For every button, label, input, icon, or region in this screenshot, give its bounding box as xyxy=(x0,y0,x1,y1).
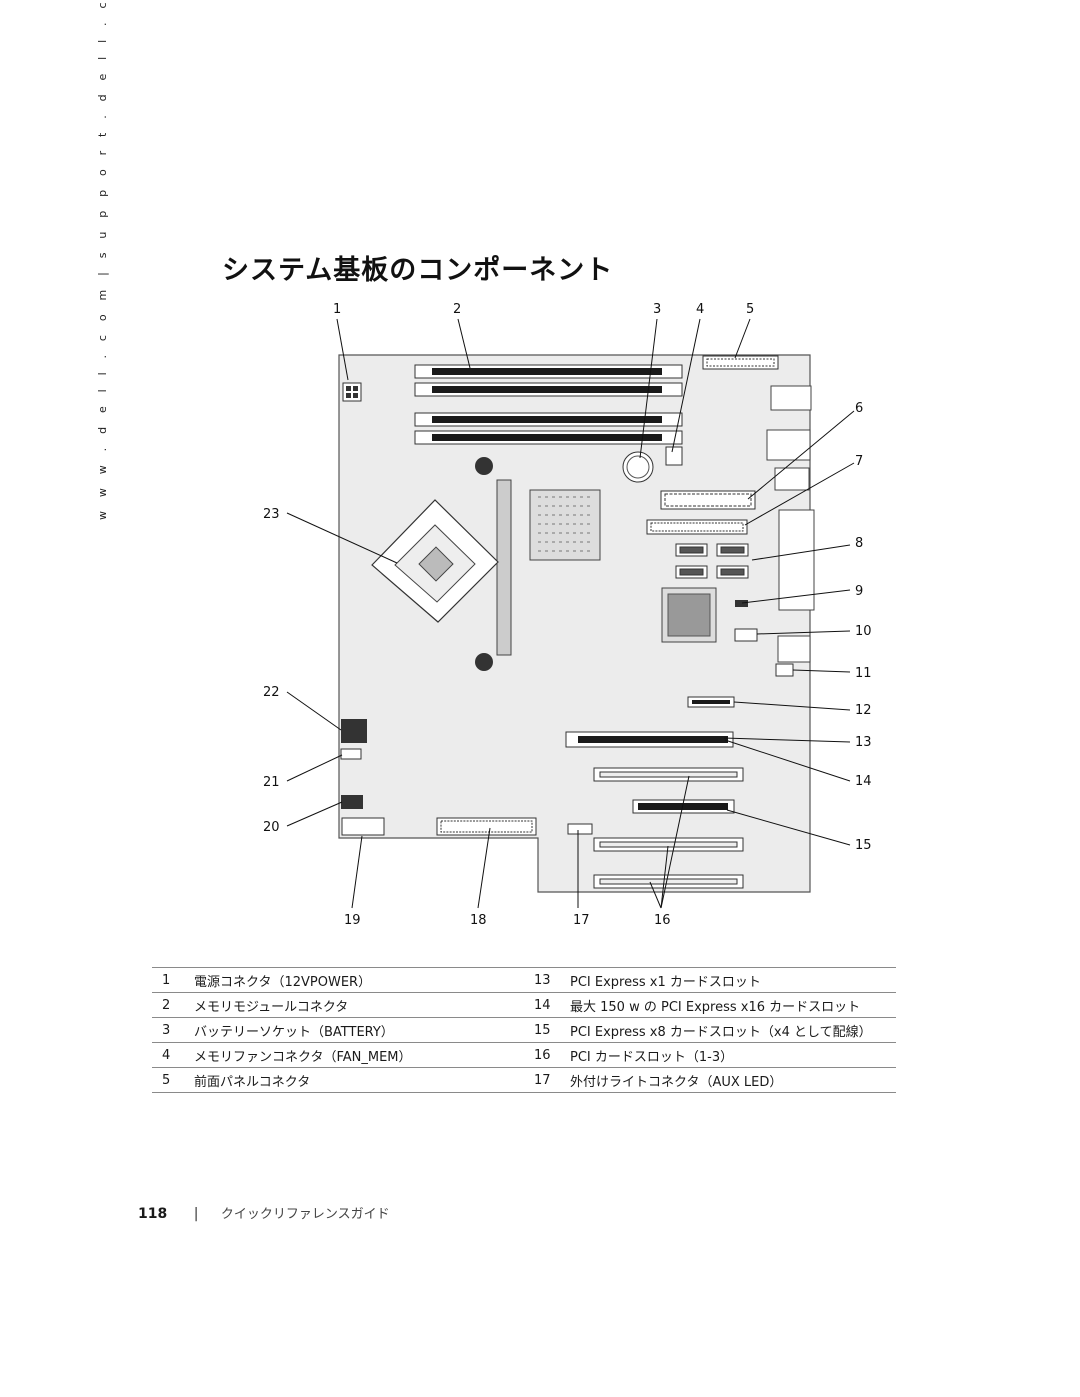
callout-21: 21 xyxy=(263,775,280,790)
callout-9: 9 xyxy=(855,584,863,599)
callout-19: 19 xyxy=(344,913,361,928)
left-connector-22 xyxy=(341,719,367,743)
footer-separator: | xyxy=(193,1206,199,1222)
main-power-connector xyxy=(660,490,756,510)
callout-20: 20 xyxy=(263,820,280,835)
legend-label: PCI Express x8 カードスロット（x4 として配線） xyxy=(570,1017,896,1043)
callout-13: 13 xyxy=(855,735,872,750)
drive-connector xyxy=(646,519,748,535)
legend-table: 1 電源コネクタ（12VPOWER） 13 PCI Express x1 カード… xyxy=(152,967,896,1093)
fan-mem-connector xyxy=(665,446,683,466)
pcie-x1-slot xyxy=(687,696,735,708)
callout-2: 2 xyxy=(453,302,461,317)
callout-11: 11 xyxy=(855,666,872,681)
power-connector xyxy=(342,382,362,402)
sata-connectors xyxy=(675,543,749,579)
page-title: システム基板のコンポーネント xyxy=(222,255,614,286)
callout-7: 7 xyxy=(855,454,863,469)
aux-led-connector xyxy=(567,823,593,835)
heatsink xyxy=(529,489,601,561)
callout-10: 10 xyxy=(855,624,872,639)
legend-row: 3 バッテリーソケット（BATTERY） 15 PCI Express x8 カ… xyxy=(152,1017,896,1043)
front-panel-connector xyxy=(702,355,779,370)
callout-1: 1 xyxy=(333,302,341,317)
callout-6: 6 xyxy=(855,401,863,416)
legend-row: 2 メモリモジュールコネクタ 14 最大 150 w の PCI Express… xyxy=(152,992,896,1018)
page-footer: 118 | クイックリファレンスガイド xyxy=(138,1203,390,1222)
callout-17: 17 xyxy=(573,913,590,928)
pcie-x16-slot xyxy=(565,731,734,748)
legend-row: 5 前面パネルコネクタ 17 外付けライトコネクタ（AUX LED） xyxy=(152,1067,896,1093)
callout-22: 22 xyxy=(263,685,280,700)
guide-title: クイックリファレンスガイド xyxy=(220,1207,390,1222)
chipset xyxy=(661,587,717,643)
callout-15: 15 xyxy=(855,838,872,853)
callout-4: 4 xyxy=(696,302,704,317)
left-connector-21 xyxy=(340,748,362,760)
legend-label: PCI カードスロット（1-3） xyxy=(570,1042,896,1068)
legend-number: 4 xyxy=(152,1042,194,1068)
left-connector-20 xyxy=(341,795,363,809)
legend-number: 3 xyxy=(152,1017,194,1043)
legend-label: 前面パネルコネクタ xyxy=(194,1067,524,1093)
callout-14: 14 xyxy=(855,774,872,789)
legend-number: 17 xyxy=(524,1067,570,1093)
legend-label: 最大 150 w の PCI Express x16 カードスロット xyxy=(570,992,896,1018)
leader-lines xyxy=(286,318,855,909)
legend-number: 16 xyxy=(524,1042,570,1068)
memory-slots xyxy=(414,364,683,445)
legend-row: 4 メモリファンコネクタ（FAN_MEM） 16 PCI カードスロット（1-3… xyxy=(152,1042,896,1068)
legend-number: 2 xyxy=(152,992,194,1018)
pci-slots xyxy=(593,767,744,889)
rear-io xyxy=(766,385,815,663)
board-outline xyxy=(338,354,811,893)
callout-5: 5 xyxy=(746,302,754,317)
legend-label: メモリモジュールコネクタ xyxy=(194,992,524,1018)
callout-16: 16 xyxy=(654,913,671,928)
legend-number: 5 xyxy=(152,1067,194,1093)
legend-number: 13 xyxy=(524,967,570,993)
cpu-socket xyxy=(371,499,499,623)
legend-label: バッテリーソケット（BATTERY） xyxy=(194,1017,524,1043)
legend-row: 1 電源コネクタ（12VPOWER） 13 PCI Express x1 カード… xyxy=(152,967,896,993)
legend-number: 1 xyxy=(152,967,194,993)
callout-8: 8 xyxy=(855,536,863,551)
right-connector-11 xyxy=(775,663,794,677)
cpu-retention xyxy=(475,457,512,671)
callout-23: 23 xyxy=(263,507,280,522)
callout-18: 18 xyxy=(470,913,487,928)
legend-label: 外付けライトコネクタ（AUX LED） xyxy=(570,1067,896,1093)
legend-number: 15 xyxy=(524,1017,570,1043)
legend-number: 14 xyxy=(524,992,570,1018)
callout-3: 3 xyxy=(653,302,661,317)
callout-12: 12 xyxy=(855,703,872,718)
page-number: 118 xyxy=(138,1206,168,1222)
legend-label: メモリファンコネクタ（FAN_MEM） xyxy=(194,1042,524,1068)
ide-connector xyxy=(436,817,537,836)
callout-labels: 1 2 3 4 5 6 7 8 9 10 11 12 13 14 15 16 1… xyxy=(263,302,872,928)
usb-connector xyxy=(341,817,385,836)
right-connector-10 xyxy=(734,628,758,642)
right-connector-9 xyxy=(735,600,748,607)
legend-label: 電源コネクタ（12VPOWER） xyxy=(194,967,524,993)
legend-label: PCI Express x1 カードスロット xyxy=(570,967,896,993)
